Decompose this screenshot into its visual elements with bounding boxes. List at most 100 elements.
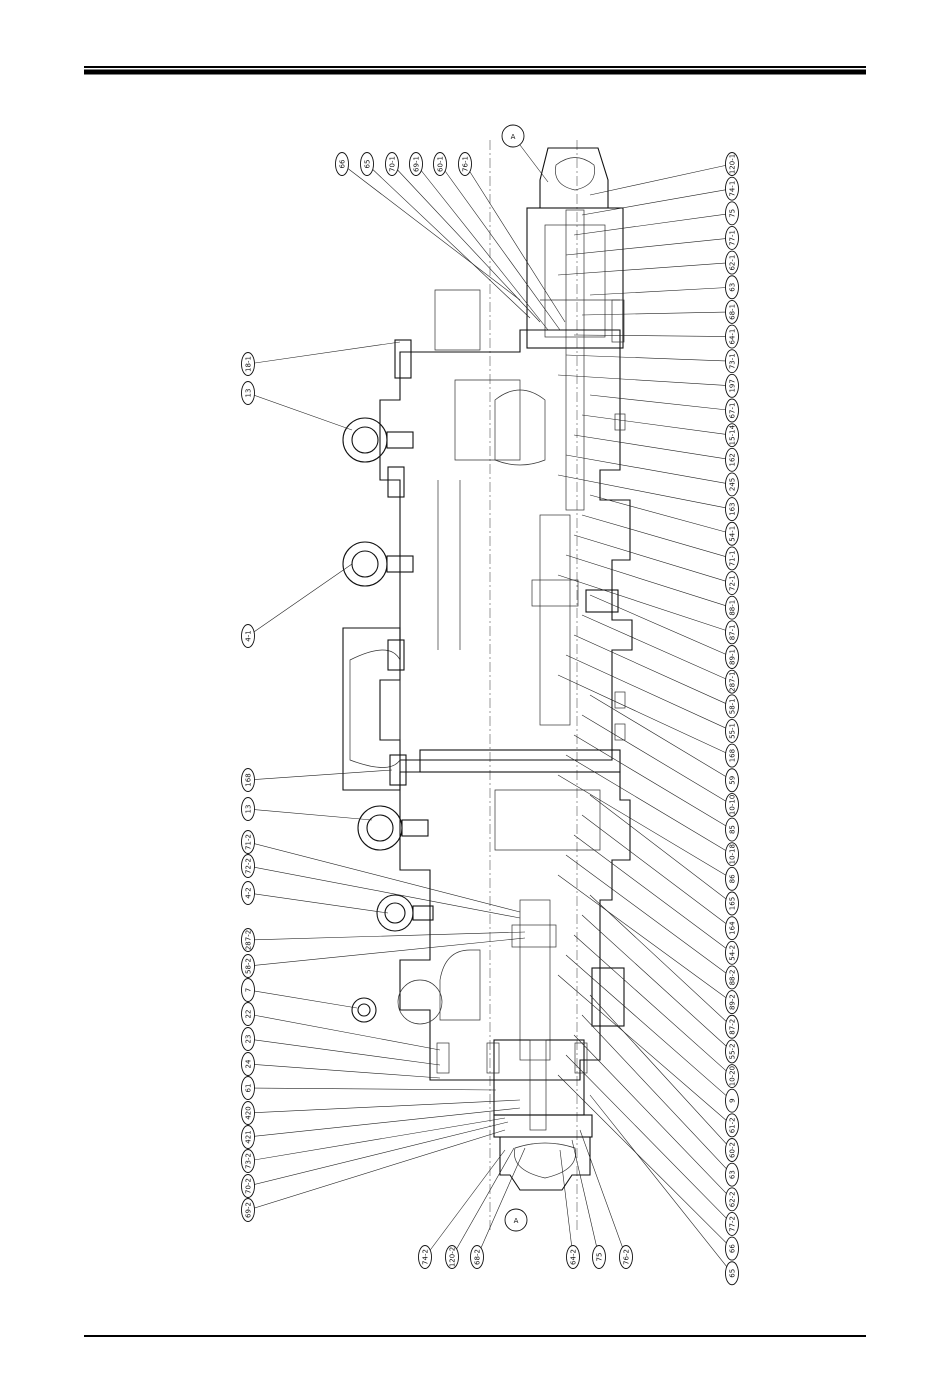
callout-number: 162 [729, 453, 737, 466]
leader-line [247, 892, 389, 914]
callout-number: 70-2 [245, 1178, 253, 1194]
callout-bubble [725, 349, 739, 374]
leader-line [589, 694, 733, 781]
callout-bubble [566, 1245, 580, 1269]
callout-bubble [385, 152, 399, 176]
callout-right-column: 62-2 [725, 1187, 739, 1212]
callout-number: 65 [364, 160, 372, 169]
callout-left-column: 23 [241, 1027, 255, 1051]
callout-bubble [241, 978, 255, 1002]
callout-bubble [725, 1162, 739, 1187]
callout-number: 18-1 [245, 356, 253, 372]
callout-bubble [725, 1138, 739, 1162]
leader-line [565, 854, 733, 978]
callout-bubble [725, 571, 739, 595]
callout-right-column: 63 [725, 275, 739, 300]
callout-right-column: 62-1 [725, 250, 739, 275]
callout-number: 72-1 [729, 575, 737, 591]
callout-bubble [725, 1088, 739, 1113]
callout-bubble [241, 352, 255, 376]
callout-right-column: 86 [725, 866, 739, 891]
callout-right-column: 75 [725, 201, 739, 226]
leader-line [573, 634, 733, 707]
callout-left-column: 70-2 [241, 1174, 255, 1198]
callout-bubble [725, 275, 739, 300]
callout-left-top: 76-1 [458, 152, 472, 176]
callout-number: 68-1 [729, 304, 737, 320]
callout-bubble [241, 954, 255, 978]
view-a-marker-bottom: A [504, 1208, 528, 1232]
leader-line [589, 286, 733, 296]
callout-number: 287-1 [729, 671, 737, 691]
callout-left-column: 24 [241, 1052, 255, 1076]
callout-right-column: 165 [725, 891, 739, 916]
callout-bubble [725, 225, 739, 250]
callout-bubble [725, 1014, 739, 1039]
leader-line [247, 1063, 441, 1079]
leader-line [581, 914, 733, 1052]
view-a-label-bottom: A [514, 1217, 519, 1225]
callout-number: 69-1 [413, 156, 421, 172]
callout-number: 70-1 [389, 156, 397, 172]
callout-bubble [725, 842, 739, 867]
callout-left-column: 61 [241, 1076, 255, 1100]
callout-right-column: 245 [725, 472, 739, 497]
callout-bubble [241, 1002, 255, 1026]
leader-line [424, 1149, 506, 1258]
leader-line [573, 534, 733, 584]
callout-number: 77-1 [729, 230, 737, 246]
callout-bubble [592, 1245, 606, 1269]
leader-line [247, 1117, 506, 1162]
callout-right-column: 88-2 [725, 965, 739, 990]
leader-line [451, 1147, 515, 1258]
callout-left-column: 58-2 [241, 954, 255, 978]
callout-bottom: 120-2 [445, 1245, 459, 1269]
callout-number: 163 [729, 502, 737, 515]
leader-line [581, 514, 733, 559]
leader-line [247, 341, 401, 365]
callout-number: 64-1 [729, 329, 737, 345]
callout-number: 66 [729, 1244, 737, 1253]
callout-number: 72-2 [245, 858, 253, 874]
callout-bottom: 68-2 [470, 1245, 484, 1269]
callout-number: 22 [245, 1010, 253, 1019]
callout-number: 197 [729, 379, 737, 392]
callout-bubble [725, 595, 739, 620]
callout-bubble [725, 1211, 739, 1236]
callout-bubble [725, 250, 739, 275]
callout-bubble [725, 1064, 739, 1089]
callout-bubble [619, 1245, 633, 1269]
leader-line [581, 1014, 733, 1175]
callout-right-column: 164 [725, 916, 739, 941]
callout-number: 164 [729, 921, 737, 935]
callout-number: 68-2 [474, 1249, 482, 1265]
callout-right-column: 89-1 [725, 645, 739, 669]
callout-number: 58-1 [729, 698, 737, 714]
callout-number: 89-2 [729, 994, 737, 1010]
callout-number: 87-1 [729, 624, 737, 640]
callout-number: 120-2 [449, 1247, 457, 1267]
callout-right-column: 59 [725, 768, 739, 793]
callout-left-column: 4-2 [241, 881, 255, 905]
callout-bubble [241, 1149, 255, 1173]
callout-number: 89-1 [729, 649, 737, 665]
callout-bubble [725, 201, 739, 226]
callout-number: 58-2 [245, 958, 253, 974]
callout-bottom: 76-2 [619, 1245, 633, 1269]
callout-number: 60-1 [437, 156, 445, 172]
callout-right-column: 87-1 [725, 620, 739, 645]
leader-line [565, 237, 733, 256]
callout-bubble [725, 1236, 739, 1261]
callout-right-column: 73-1 [725, 349, 739, 374]
leader-line [247, 989, 358, 1009]
leader-line [391, 163, 541, 323]
callout-number: 61 [245, 1084, 253, 1093]
callout-number: 69-2 [245, 1202, 253, 1218]
leader-line [247, 1013, 441, 1051]
callout-bubble [725, 176, 739, 201]
leader-line [589, 163, 733, 196]
callout-left-top: 60-1 [433, 152, 447, 176]
leader-line [589, 494, 733, 535]
callout-right-column: 85 [725, 817, 739, 842]
